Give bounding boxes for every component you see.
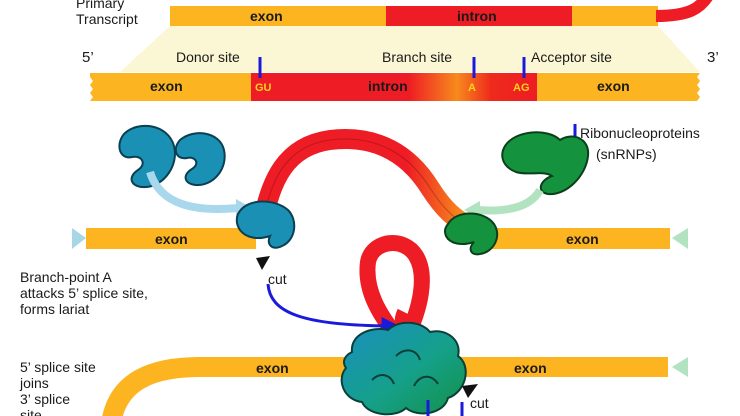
snrnp-blue-free-1 [118, 124, 176, 189]
three-prime-label: 3’ [707, 49, 719, 66]
primary-exon-label: exon [250, 8, 283, 24]
branch-site-label: Branch site [382, 49, 452, 65]
splice-label-1: 5’ splice site [20, 359, 96, 375]
detail-exon-left-label: exon [150, 78, 183, 94]
branch-point-label-1: Branch-point A [20, 269, 112, 285]
five-prime-label: 5’ [82, 49, 94, 66]
cut-label-1: cut [268, 271, 287, 287]
cut-label-2: cut [470, 395, 489, 411]
snrnp-blue-free-2 [174, 132, 226, 187]
splice-label-4: site [20, 407, 42, 416]
branch-point-pointer [266, 283, 400, 335]
spliceosome-cleft-right [413, 375, 439, 387]
row3-exon-right-label: exon [566, 231, 599, 247]
donor-site-label: Donor site [176, 49, 240, 65]
detail-exon-right [537, 73, 700, 101]
detailed-transcript-bar: exon intron exon GU A AG [90, 73, 700, 101]
ag-label: AG [513, 82, 530, 94]
primary-transcript-label-2: Transcript [76, 11, 138, 27]
acceptor-site-label: Acceptor site [531, 49, 612, 65]
row3-exon-left [86, 228, 256, 249]
row3-exon-left-label: exon [155, 231, 188, 247]
spliceosome-cleft-top [395, 349, 421, 361]
detail-exon-left [90, 73, 251, 101]
primary-transcript-bar: exon intron [170, 0, 713, 26]
lariat-loop [359, 235, 430, 346]
primary-exon-left [170, 6, 386, 26]
spliced-exon-right-label: exon [514, 360, 547, 376]
row3-left-end-cap [72, 228, 86, 249]
spliced-right-end-cap [672, 357, 688, 377]
snrnp-green-free [501, 131, 590, 196]
primary-exon-right [572, 6, 658, 26]
green-binding-arrow [477, 187, 544, 215]
a-label: A [468, 82, 476, 94]
snrnp-blue-bound [235, 200, 296, 249]
spliceosome-complex [340, 321, 467, 416]
rnp-label-2: (snRNPs) [596, 146, 657, 162]
blue-binding-arrow [146, 170, 239, 214]
spliced-exon-right [452, 357, 668, 377]
splice-label-2: joins [19, 375, 49, 391]
splice-label-3: 3’ splice [20, 391, 70, 407]
primary-transcript-label-1: Primary [76, 0, 124, 11]
gu-label: GU [255, 82, 272, 94]
detail-intron [251, 73, 537, 101]
spliceosome-cleft-left [371, 374, 395, 385]
row3-exon-right [490, 228, 670, 249]
detail-intron-label: intron [368, 78, 408, 94]
primary-tail [655, 0, 713, 22]
intron-arch [252, 129, 478, 236]
primary-intron-label: intron [457, 8, 497, 24]
spliceosome-body [340, 321, 467, 416]
detail-exon-right-label: exon [597, 78, 630, 94]
branch-point-label-3: forms lariat [20, 301, 89, 317]
cut-marker-2 [462, 384, 478, 398]
spliced-tail-left [102, 357, 201, 416]
intron-arch-outline [261, 138, 469, 227]
branch-point-label-2: attacks 5’ splice site, [20, 285, 148, 301]
primary-intron [386, 6, 572, 26]
spliced-exon-left [196, 357, 356, 377]
zoom-highlight [120, 26, 700, 72]
cut-marker-1 [256, 256, 270, 270]
rnp-label-1: Ribonucleoproteins [580, 125, 700, 141]
row3-right-end-cap [672, 228, 688, 249]
spliced-exon-left-label: exon [256, 360, 289, 376]
snrnp-green-bound [443, 212, 499, 256]
